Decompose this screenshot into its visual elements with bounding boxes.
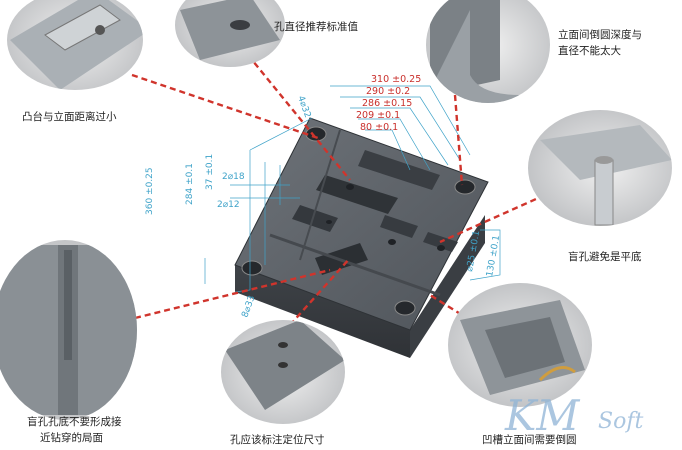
dim-red-3: 286 ±0.15: [362, 98, 412, 109]
callout-label-blind-hole-line1: 盲孔孔底不要形成接: [27, 415, 122, 428]
callout-bubble-blind-hole-bottom: [0, 240, 137, 420]
watermark-suffix: Soft: [598, 409, 643, 434]
callout-label-hole-diameter: 孔直径推荐标准值: [274, 20, 358, 33]
callout-label-blind-hole-flat: 盲孔避免是平底: [568, 250, 642, 263]
callout-label-fillet-line2: 直径不能太大: [558, 44, 621, 57]
callout-label-groove-fillet: 凹槽立面间需要倒圆: [482, 433, 577, 446]
dimension-lines: [204, 85, 501, 293]
callout-label-fillet-line1: 立面间倒圆深度与: [558, 28, 642, 41]
dim-red-4: 209 ±0.1: [356, 110, 400, 121]
callout-bubble-fillet: [426, 0, 550, 103]
dim-red-5: 80 ±0.1: [360, 122, 398, 133]
kmsoft-watermark-logo: KM Soft: [504, 366, 643, 440]
callout-bubble-blind-hole-flat: [528, 110, 672, 226]
dim-blue-8d33: 8⌀33: [240, 294, 257, 319]
watermark-brand: KM: [504, 391, 580, 440]
callout-bubble-boss: [7, 0, 143, 90]
mold-plate: [234, 117, 489, 358]
dim-red-1: 310 ±0.25: [371, 74, 421, 85]
callout-label-hole-location: 孔应该标注定位尺寸: [230, 433, 325, 446]
dim-blue-284: 284 ±0.1: [185, 163, 195, 205]
dim-blue-37: 37 ±0.1: [205, 154, 215, 190]
callout-bubble-hole-location: [221, 320, 345, 424]
callout-label-blind-hole-line2: 近钻穿的局面: [40, 431, 103, 444]
dim-blue-2d12: 2⌀12: [217, 200, 240, 210]
callout-bubble-hole-diameter: [175, 0, 285, 67]
callout-label-boss-distance: 凸台与立面距离过小: [22, 110, 117, 123]
leader-lines: [131, 54, 546, 326]
dim-red-2: 290 ±0.2: [366, 86, 410, 97]
dim-blue-2d18: 2⌀18: [222, 172, 245, 182]
dim-blue-360: 360 ±0.25: [145, 167, 155, 215]
dim-blue-4d32: 4⌀32: [295, 95, 312, 120]
